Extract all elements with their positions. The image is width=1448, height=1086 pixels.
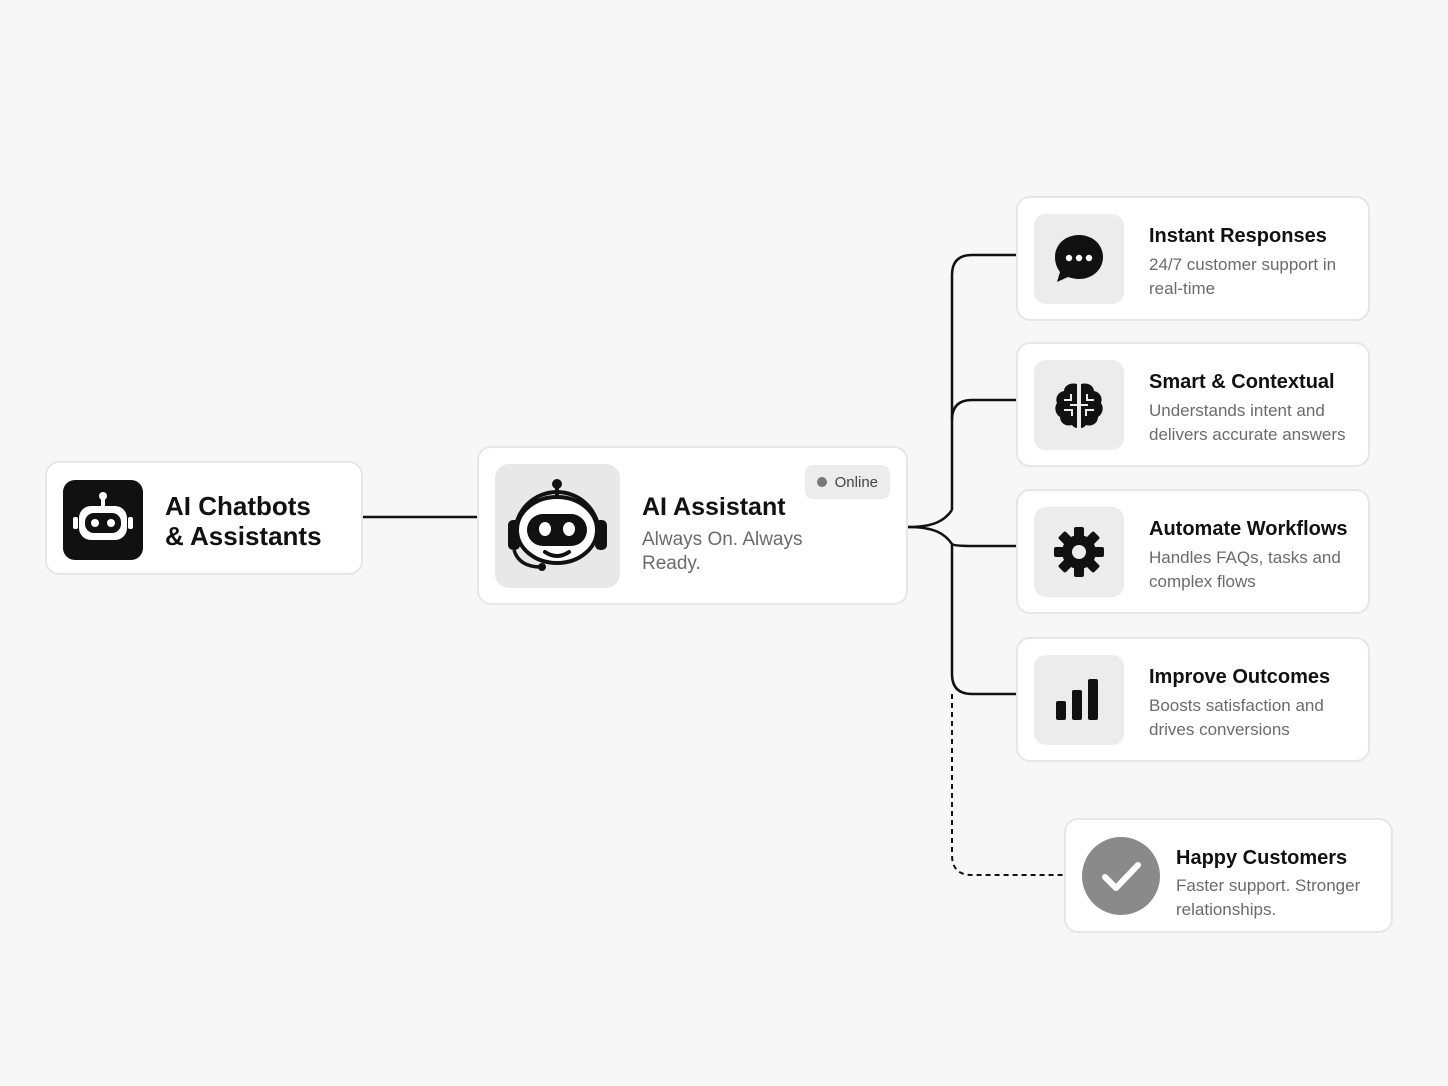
outcome-title: Happy Customers [1176, 847, 1348, 869]
chat-bubble-icon [1034, 214, 1124, 304]
assistant-title: AI Assistant [642, 493, 786, 521]
feature-title: Improve Outcomes [1149, 666, 1331, 688]
feature-title: Smart & Contextual [1149, 371, 1335, 393]
feature-subtitle: Handles FAQs, tasks and complex flows [1149, 548, 1341, 591]
feature-subtitle: 24/7 customer support in real-time [1149, 255, 1337, 298]
assistant-card[interactable]: AI Assistant Always On. Always Ready. On… [477, 446, 908, 605]
feature-card-automate-workflows[interactable]: Automate Workflows Handles FAQs, tasks a… [1016, 489, 1370, 614]
root-node-card[interactable]: AI Chatbots & Assistants [45, 461, 363, 575]
status-dot-icon [816, 477, 827, 487]
feature-subtitle: Boosts satisfaction and drives conversio… [1149, 696, 1324, 739]
branch-to-feature-1 [950, 253, 1016, 510]
branch-to-feature-3 [951, 542, 1016, 548]
status-badge: Online [804, 465, 890, 499]
status-label: Online [834, 473, 878, 491]
feature-card-improve-outcomes[interactable]: Improve Outcomes Boosts satisfaction and… [1016, 637, 1370, 762]
feature-card-instant-responses[interactable]: Instant Responses 24/7 customer support … [1016, 196, 1370, 321]
robot-icon [63, 480, 143, 560]
root-label-line-1: AI Chatbots [165, 491, 311, 521]
checkmark-icon [1082, 837, 1160, 915]
outcome-card-happy-customers[interactable]: Happy Customers Faster support. Stronger… [1064, 818, 1393, 933]
branch-to-feature-2 [950, 398, 1016, 421]
assistant-branch-line [907, 509, 954, 529]
feature-subtitle: Understands intent and delivers accurate… [1149, 401, 1346, 444]
root-label-line-2: & Assistants [165, 521, 322, 551]
assistant-branch-line-lower [907, 525, 954, 545]
brain-icon [1034, 360, 1124, 450]
bar-chart-icon [1034, 655, 1124, 745]
feature-card-smart-contextual[interactable]: Smart & Contextual Understands intent an… [1016, 342, 1370, 467]
feature-title: Automate Workflows [1149, 518, 1348, 540]
gear-icon [1034, 507, 1124, 597]
robot-headset-icon [495, 464, 620, 588]
outcome-subtitle: Faster support. Stronger relationships. [1176, 876, 1361, 919]
feature-title: Instant Responses [1149, 225, 1327, 247]
branch-to-feature-4 [950, 544, 1016, 696]
assistant-subtitle: Always On. Always Ready. [642, 529, 803, 574]
root-node-label: AI Chatbots & Assistants [165, 491, 322, 551]
